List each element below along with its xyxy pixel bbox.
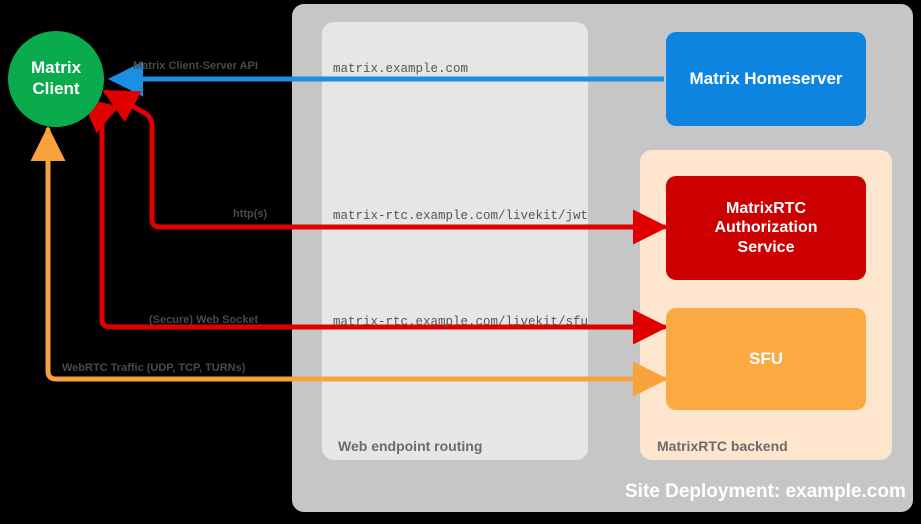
matrix-homeserver-label: Matrix Homeserver [689, 68, 843, 88]
node-matrixrtc-authorization-service[interactable]: MatrixRTC Authorization Service [666, 176, 866, 280]
edge-sfu-websocket [80, 97, 669, 345]
endpoint-url-sfu: matrix-rtc.example.com/livekit/sfu [333, 315, 589, 329]
matrixrtc-auth-label-line1: MatrixRTC [725, 199, 806, 217]
node-sfu[interactable]: SFU [666, 308, 866, 410]
matrixrtc-auth-label-line2: Authorization [714, 219, 818, 237]
endpoint-url-matrix: matrix.example.com [333, 62, 469, 76]
edge-jwt-auth [102, 89, 669, 245]
web-endpoint-routing-caption: Web endpoint routing [338, 438, 483, 454]
edge-label-webrtc-traffic: WebRTC Traffic (UDP, TCP, TURNs) [62, 362, 246, 374]
web-endpoint-routing-container [322, 22, 588, 460]
site-deployment-caption: Site Deployment: example.com [625, 481, 906, 502]
node-matrix-homeserver[interactable]: Matrix Homeserver [666, 32, 866, 126]
node-matrix-client[interactable]: Matrix Client [8, 31, 104, 127]
endpoint-url-jwt: matrix-rtc.example.com/livekit/jwt [333, 209, 589, 223]
matrix-client-label-line2: Client [32, 79, 80, 98]
sfu-label: SFU [749, 348, 783, 368]
edge-label-client-server-api: Matrix Client-Server API [133, 60, 258, 72]
matrix-client-label-line1: Matrix [30, 58, 82, 78]
matrixrtc-backend-caption: MatrixRTC backend [657, 438, 788, 454]
edge-webrtc-media [30, 125, 669, 397]
edge-label-https: http(s) [233, 208, 268, 220]
matrixrtc-auth-label-line3: Service [737, 238, 795, 256]
edge-label-websocket: (Secure) Web Socket [149, 314, 259, 326]
